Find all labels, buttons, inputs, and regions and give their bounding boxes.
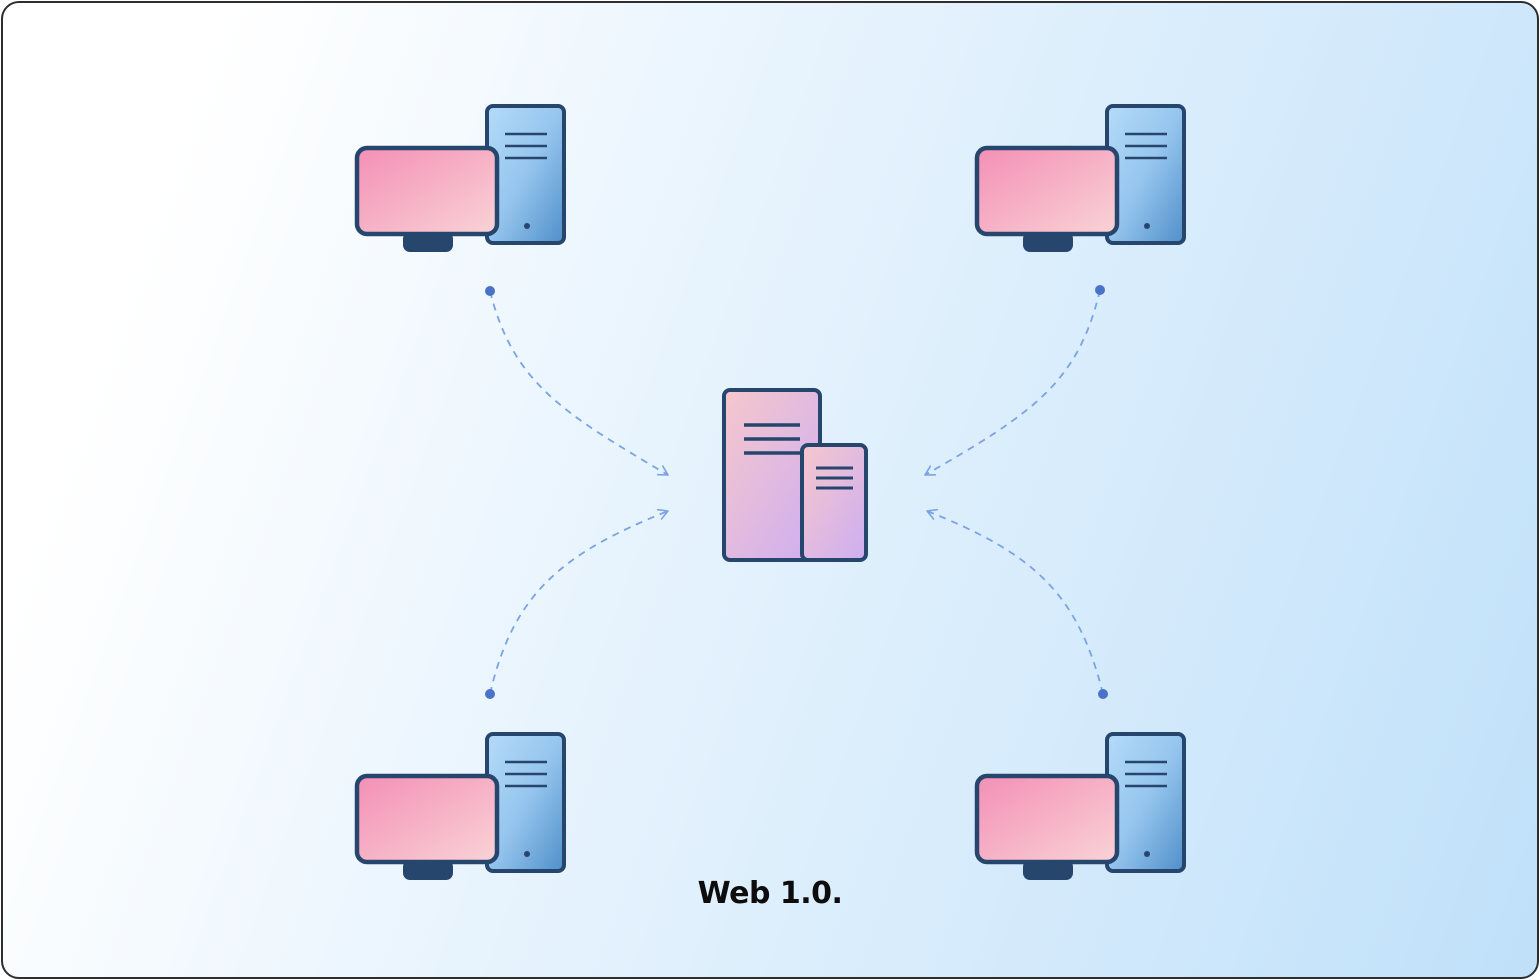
desktop-computer-icon [357, 734, 564, 880]
connection-bottom-right [926, 508, 1108, 699]
connection-top-left [485, 286, 669, 476]
connection-top-right [924, 285, 1105, 476]
connector-dot [1098, 689, 1108, 699]
desktop-computer-icon [977, 106, 1184, 252]
network-diagram [3, 3, 1537, 977]
connector-dot [485, 286, 495, 296]
connector-dot [1095, 285, 1105, 295]
connection-bottom-left [485, 508, 669, 699]
diagram-caption: Web 1.0. [697, 876, 843, 911]
connector-dot [485, 689, 495, 699]
desktop-computer-icon [977, 734, 1184, 880]
desktop-computer-icon [357, 106, 564, 252]
server-icon [722, 388, 868, 562]
